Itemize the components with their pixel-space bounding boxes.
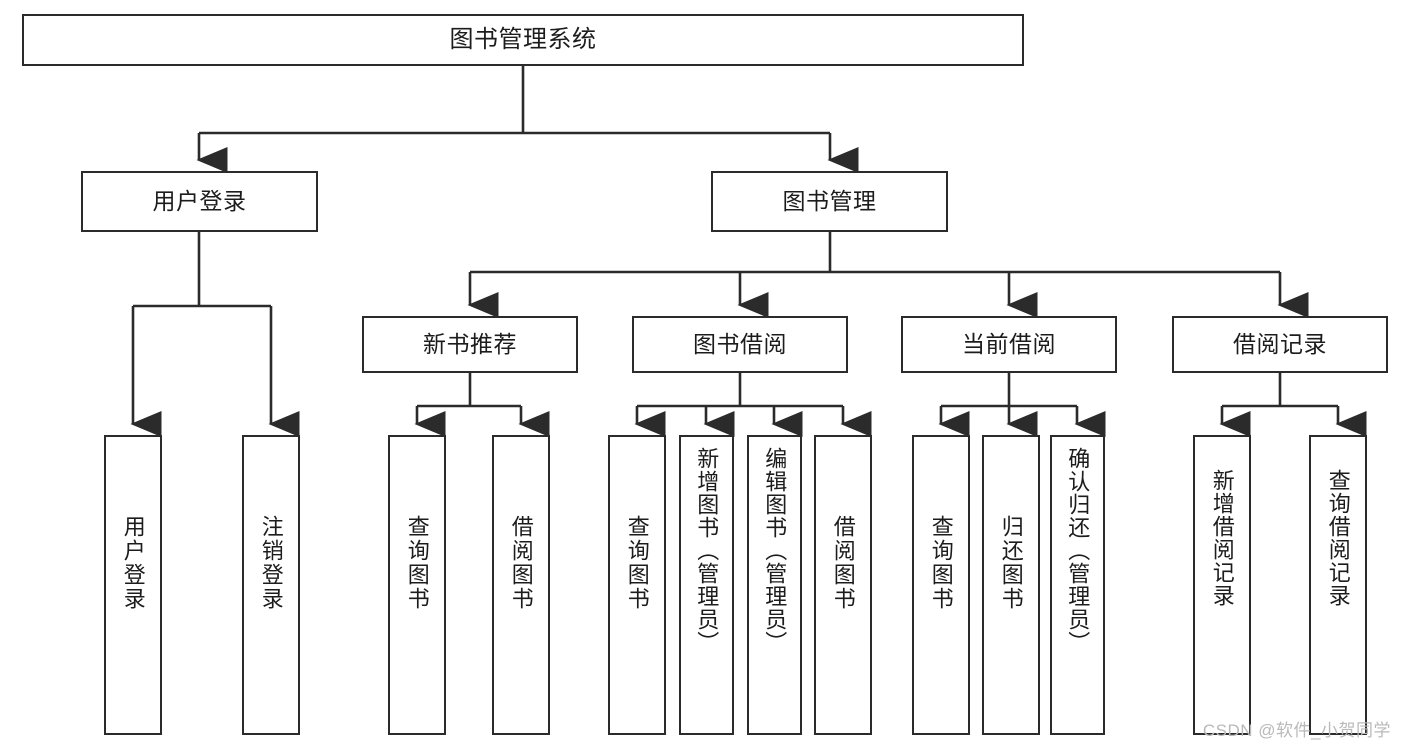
leaf-query-book-2-label: 查询图书: [624, 515, 650, 611]
leaf-add-record-label: 新增借阅记录: [1209, 469, 1235, 607]
csdn-watermark: CSDN @软件_小贺同学: [1202, 721, 1391, 740]
node-root-label: 图书管理系统: [449, 25, 597, 53]
node-user-login[interactable]: 用户登录: [81, 171, 318, 232]
leaf-user-logout-label: 注销登录: [258, 515, 284, 611]
node-user-login-label: 用户登录: [152, 187, 247, 214]
node-borrow-record[interactable]: 借阅记录: [1172, 316, 1388, 373]
leaf-borrow-book-1[interactable]: 借阅图书: [492, 435, 550, 735]
node-book-manage[interactable]: 图书管理: [711, 171, 948, 232]
leaf-query-book-3-label: 查询图书: [928, 515, 954, 611]
leaf-query-record[interactable]: 查询借阅记录: [1309, 435, 1367, 735]
leaf-query-book-2[interactable]: 查询图书: [608, 435, 666, 735]
leaf-user-logout[interactable]: 注销登录: [242, 435, 300, 735]
leaf-query-book-3[interactable]: 查询图书: [912, 435, 970, 735]
leaf-add-record[interactable]: 新增借阅记录: [1193, 435, 1251, 735]
leaf-return-book-label: 归还图书: [998, 515, 1024, 611]
leaf-confirm-return-label: 确认归还（管理员）: [1065, 447, 1091, 654]
leaf-add-book[interactable]: 新增图书（管理员）: [679, 435, 734, 735]
node-root[interactable]: 图书管理系统: [22, 14, 1024, 66]
node-borrow-record-label: 借阅记录: [1233, 330, 1327, 357]
node-new-book-rec[interactable]: 新书推荐: [362, 316, 578, 373]
leaf-query-book-1-label: 查询图书: [404, 515, 430, 611]
node-book-borrow-label: 图书借阅: [693, 330, 787, 357]
leaf-user-login[interactable]: 用户登录: [104, 435, 162, 735]
leaf-return-book[interactable]: 归还图书: [982, 435, 1040, 735]
node-new-book-rec-label: 新书推荐: [423, 330, 517, 357]
leaf-confirm-return[interactable]: 确认归还（管理员）: [1050, 435, 1105, 735]
node-book-manage-label: 图书管理: [782, 187, 877, 214]
leaf-user-login-label: 用户登录: [120, 515, 146, 611]
leaf-edit-book[interactable]: 编辑图书（管理员）: [747, 435, 802, 735]
node-current-borrow[interactable]: 当前借阅: [901, 316, 1117, 373]
leaf-borrow-book-2[interactable]: 借阅图书: [814, 435, 872, 735]
node-book-borrow[interactable]: 图书借阅: [632, 316, 848, 373]
leaf-query-book-1[interactable]: 查询图书: [388, 435, 446, 735]
leaf-edit-book-label: 编辑图书（管理员）: [762, 447, 788, 654]
leaf-add-book-label: 新增图书（管理员）: [694, 447, 720, 654]
leaf-query-record-label: 查询借阅记录: [1325, 469, 1351, 607]
leaf-borrow-book-2-label: 借阅图书: [830, 515, 856, 611]
node-current-borrow-label: 当前借阅: [962, 330, 1056, 357]
leaf-borrow-book-1-label: 借阅图书: [508, 515, 534, 611]
